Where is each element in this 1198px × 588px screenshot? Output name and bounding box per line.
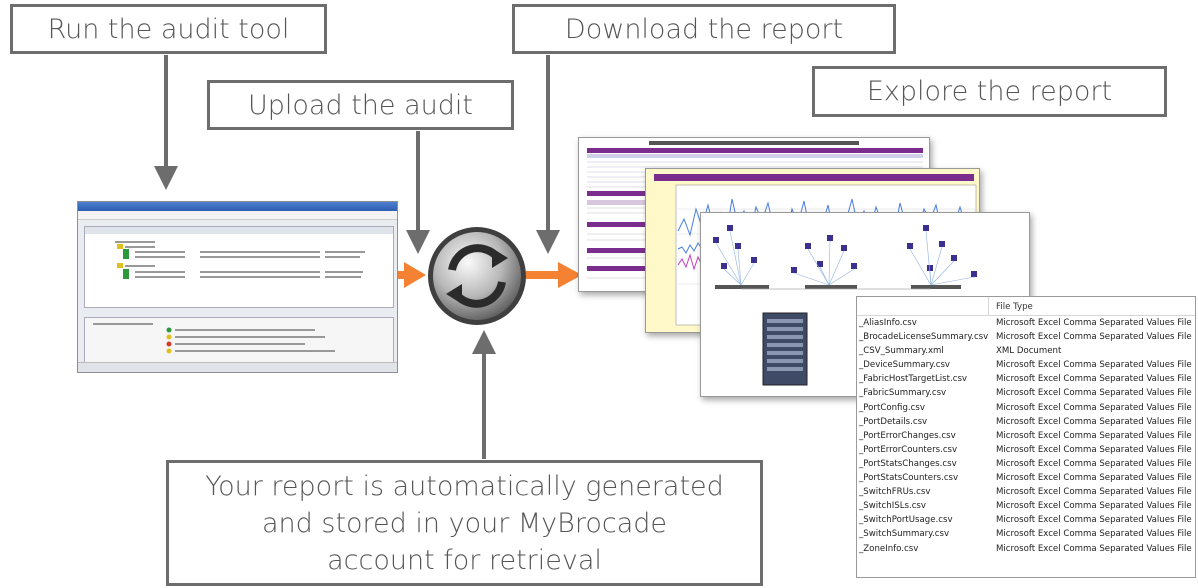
generated-line-1: Your report is automatically generated (205, 470, 724, 502)
file-name: _PortConfig.csv (859, 402, 925, 413)
file-list-column-separator (988, 297, 989, 315)
step-upload-audit-label: Upload the audit (248, 89, 473, 121)
file-name: _PortDetails.csv (859, 416, 928, 427)
file-name: _SwitchPortUsage.csv (859, 515, 953, 526)
generated-line-2: and stored in your MyBrocade (262, 507, 667, 539)
step-explore-report: Explore the report (812, 66, 1167, 117)
file-name: _CSV_Summary.xml (859, 346, 944, 357)
file-name: _DeviceSummary.csv (859, 360, 951, 371)
file-type: Microsoft Excel Comma Separated Values F… (996, 473, 1192, 484)
audit-tool-status-pane (84, 317, 394, 363)
file-name: _FabricHostTargetList.csv (859, 374, 968, 385)
generated-line-3: account for retrieval (327, 544, 602, 576)
audit-tool-tree-graphic (85, 227, 393, 279)
file-type: Microsoft Excel Comma Separated Values F… (996, 487, 1192, 498)
audit-tool-status-graphic (93, 323, 335, 354)
file-type: Microsoft Excel Comma Separated Values F… (996, 444, 1192, 455)
file-name: _BrocadeLicenseSummary.csv (859, 332, 989, 343)
file-type: Microsoft Excel Comma Separated Values F… (996, 515, 1192, 526)
file-type: Microsoft Excel Comma Separated Values F… (996, 318, 1192, 328)
file-row[interactable]: _CSV_Summary.xml XML Document (857, 344, 1195, 358)
audit-tool-toolbar (78, 211, 397, 220)
file-name: _PortStatsChanges.csv (859, 458, 957, 469)
step-download-report: Download the report (512, 4, 896, 54)
file-row[interactable]: _SwitchISLs.csv Microsoft Excel Comma Sep… (857, 499, 1195, 513)
file-list-header: File Type (857, 297, 1195, 316)
file-row[interactable]: _BrocadeLicenseSummary.csv Microsoft Exce… (857, 330, 1195, 344)
file-row[interactable]: _DeviceSummary.csv Microsoft Excel Comma … (857, 358, 1195, 372)
audit-tool-statusbar (78, 362, 397, 372)
file-row[interactable]: _FabricSummary.csv Microsoft Excel Comma … (857, 386, 1195, 400)
file-type-column-header: File Type (996, 302, 1033, 312)
audit-tool-titlebar (78, 202, 397, 211)
file-row[interactable]: _SwitchSummary.csv Microsoft Excel Comma … (857, 527, 1195, 541)
file-row[interactable]: _PortErrorCounters.csv Microsoft Excel Co… (857, 443, 1195, 457)
file-row[interactable]: _PortStatsChanges.csv Microsoft Excel Com… (857, 457, 1195, 471)
flow-arrow-right (526, 262, 582, 288)
file-row[interactable]: _PortConfig.csv Microsoft Excel Comma Sep… (857, 401, 1195, 415)
file-row[interactable]: _SwitchPortUsage.csv Microsoft Excel Comm… (857, 513, 1195, 527)
file-name: _AliasInfo.csv (859, 318, 917, 328)
file-name: _PortErrorCounters.csv (859, 444, 958, 455)
file-row[interactable]: _SwitchFRUs.csv Microsoft Excel Comma Sep… (857, 485, 1195, 499)
file-row[interactable]: _AliasInfo.csv Microsoft Excel Comma Sepa… (857, 316, 1195, 330)
step-upload-audit: Upload the audit (207, 80, 514, 130)
file-row[interactable]: _PortErrorChanges.csv Microsoft Excel Com… (857, 429, 1195, 443)
file-name: _SwitchFRUs.csv (859, 487, 931, 498)
file-row[interactable]: _PortStatsCounters.csv Microsoft Excel Co… (857, 471, 1195, 485)
file-type: Microsoft Excel Comma Separated Values F… (996, 374, 1192, 385)
file-type: Microsoft Excel Comma Separated Values F… (996, 416, 1192, 427)
file-type: XML Document (996, 346, 1062, 357)
step-run-audit-tool: Run the audit tool (10, 4, 327, 54)
file-row[interactable]: _PortDetails.csv Microsoft Excel Comma Se… (857, 415, 1195, 429)
audit-tool-window-thumbnail (77, 201, 398, 373)
file-name: _SwitchSummary.csv (859, 529, 950, 540)
file-type: Microsoft Excel Comma Separated Values F… (996, 501, 1192, 512)
file-type: Microsoft Excel Comma Separated Values F… (996, 529, 1192, 540)
file-name: _ZoneInfo.csv (859, 543, 919, 554)
file-type: Microsoft Excel Comma Separated Values F… (996, 388, 1192, 399)
file-name: _SwitchISLs.csv (859, 501, 926, 512)
file-row[interactable]: _ZoneInfo.csv Microsoft Excel Comma Separ… (857, 542, 1195, 556)
file-type: Microsoft Excel Comma Separated Values F… (996, 402, 1192, 413)
step-run-audit-label: Run the audit tool (47, 13, 290, 45)
step-download-report-label: Download the report (564, 13, 844, 45)
file-type: Microsoft Excel Comma Separated Values F… (996, 332, 1192, 343)
file-type: Microsoft Excel Comma Separated Values F… (996, 543, 1192, 554)
file-row[interactable]: _FabricHostTargetList.csv Microsoft Excel… (857, 372, 1195, 386)
file-type: Microsoft Excel Comma Separated Values F… (996, 458, 1192, 469)
file-name: _FabricSummary.csv (859, 388, 947, 399)
audit-tool-tree-pane (84, 226, 394, 308)
step-explore-report-label: Explore the report (866, 76, 1113, 107)
file-type: Microsoft Excel Comma Separated Values F… (996, 430, 1192, 441)
file-type: Microsoft Excel Comma Separated Values F… (996, 360, 1192, 371)
file-name: _PortStatsCounters.csv (859, 473, 959, 484)
file-name: _PortErrorChanges.csv (859, 430, 956, 441)
report-topology-graphic (713, 225, 977, 386)
step-report-generated: Your report is automatically generated a… (166, 460, 763, 586)
